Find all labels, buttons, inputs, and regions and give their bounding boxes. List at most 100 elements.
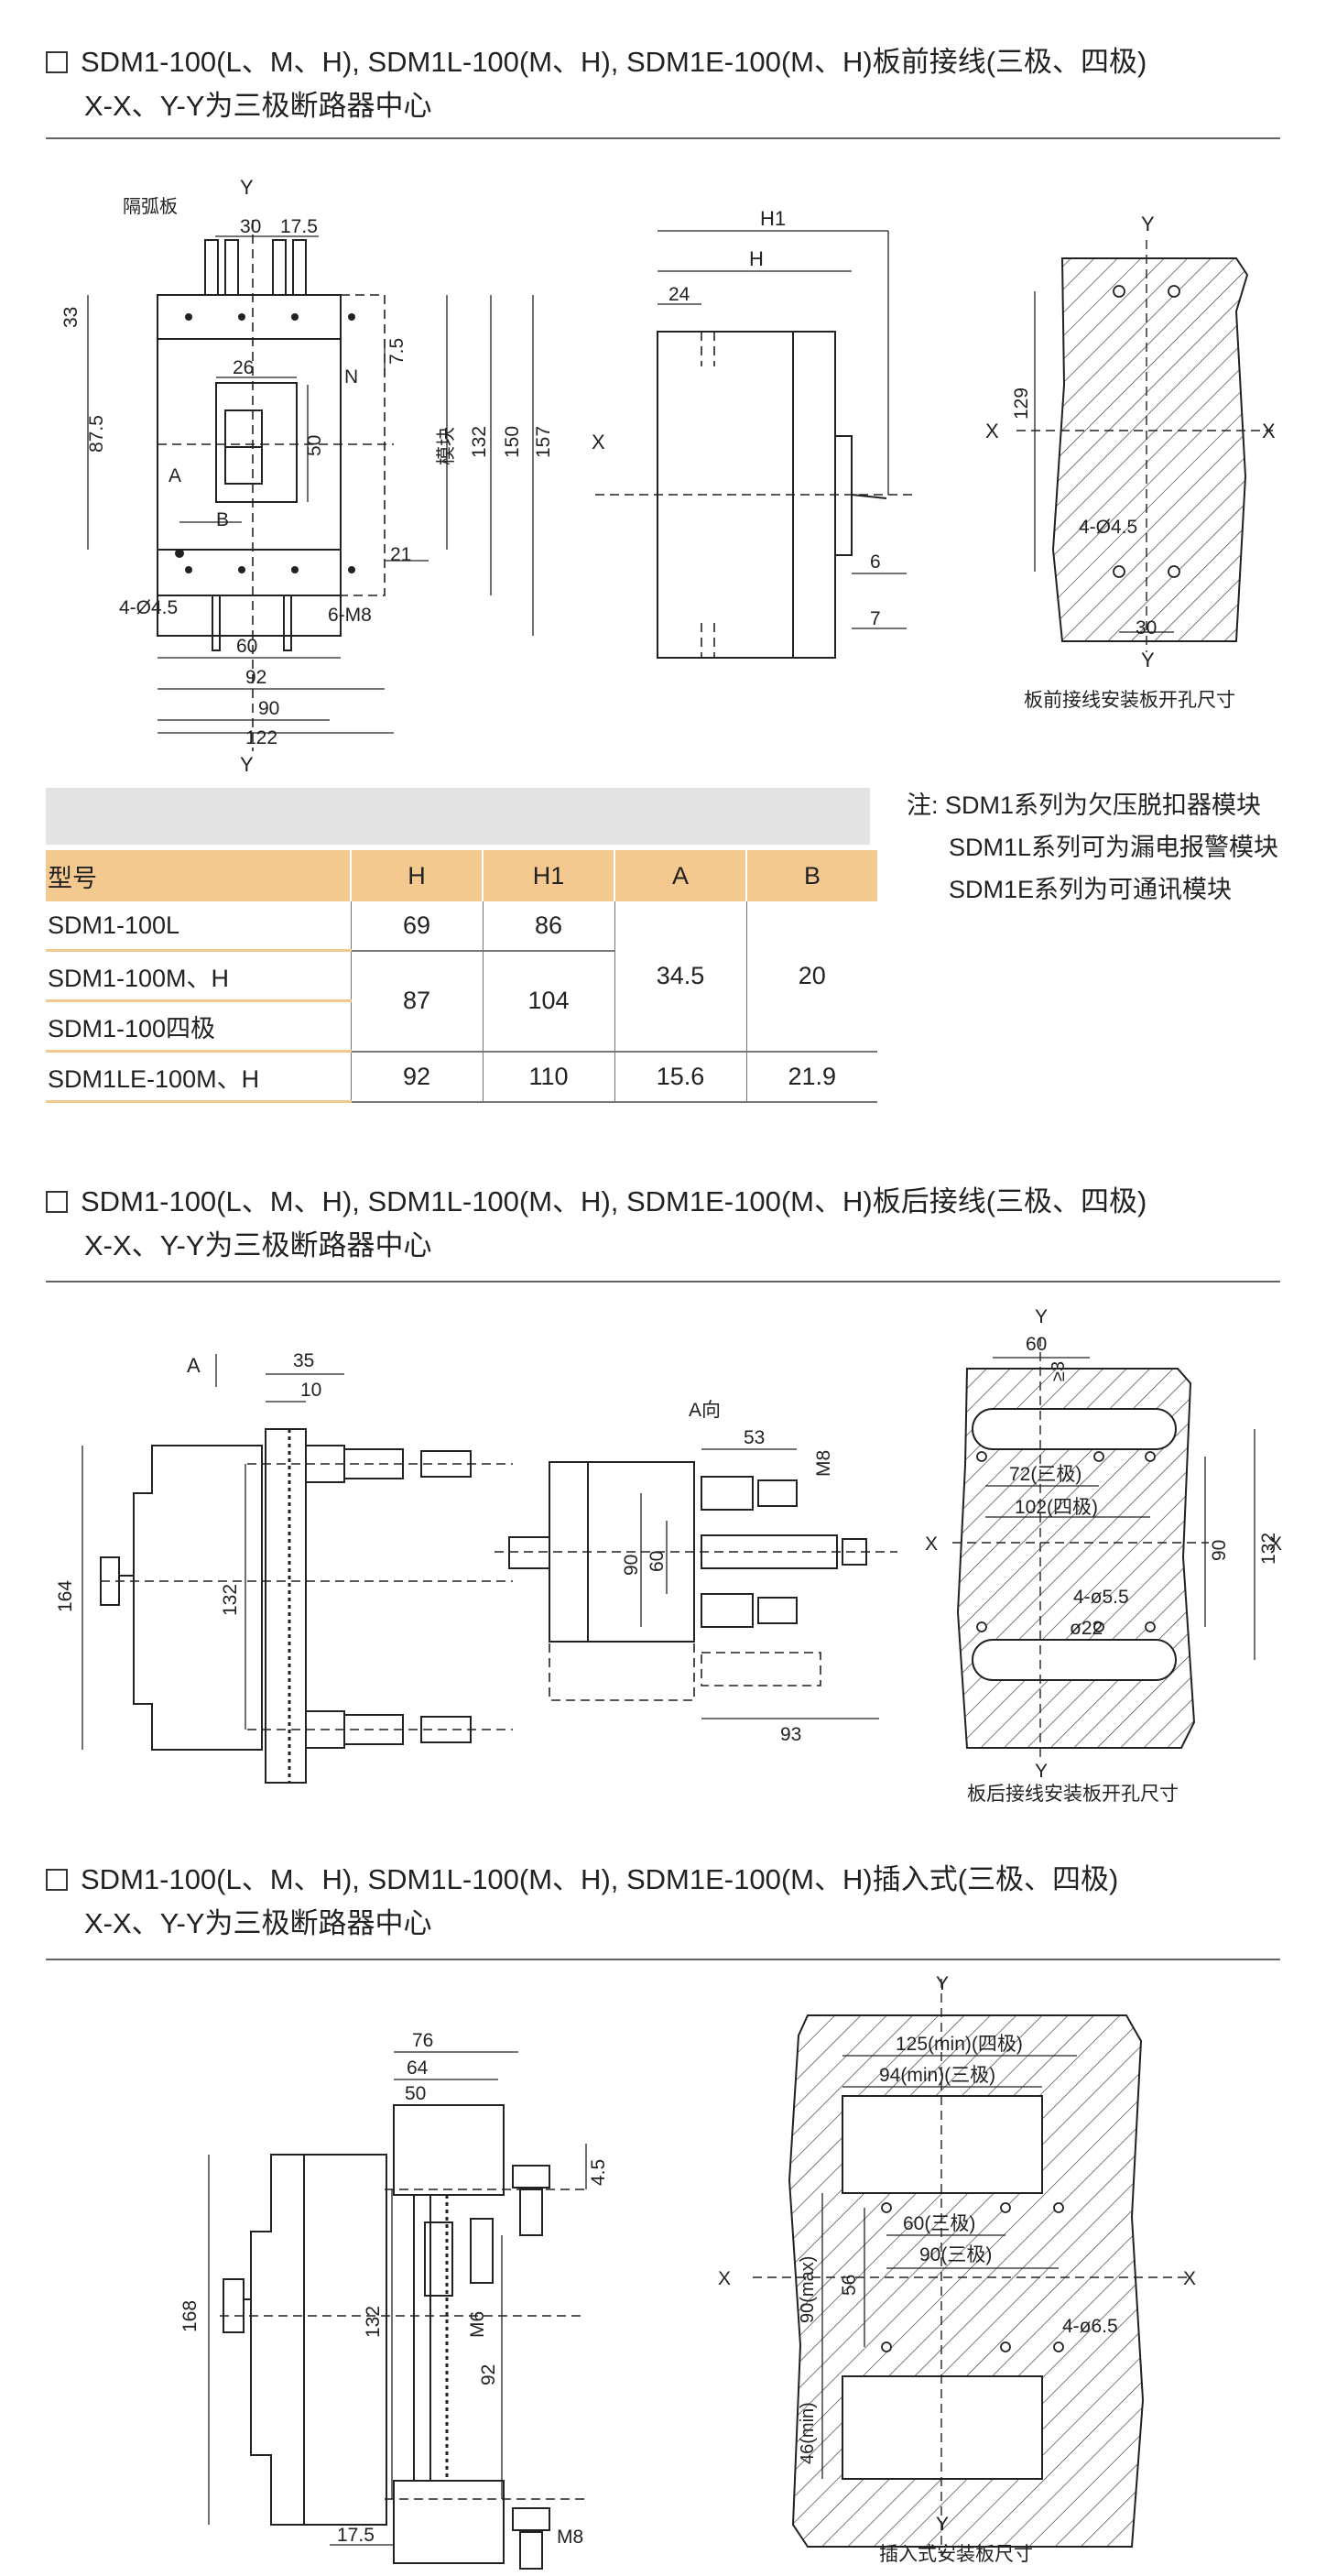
notes-block: 注: SDM1系列为欠压脱扣器模块 SDM1L系列可为漏电报警模块 SDM1E系… [907,784,1278,911]
panel2-label-22: ø22 [1070,1618,1103,1639]
section3-title: SDM1-100(L、M、H), SDM1L-100(M、H), SDM1E-1… [46,1860,1118,1900]
front-label-21: 21 [390,544,411,565]
front-label-y-top: Y [240,176,254,199]
rear-label-132: 132 [220,1584,241,1616]
aview-label-93: 93 [780,1724,801,1745]
rear-label-164: 164 [55,1580,76,1612]
panel2-label-x-left: X [925,1534,938,1555]
table-row: SDM1-100M、H 87 104 [46,950,877,1053]
side-label-24: 24 [668,284,690,305]
note-line: SDM1L系列可为漏电报警模块 [949,834,1279,861]
table-row: SDM1-100四极 [46,1000,877,1053]
section2-divider [46,1281,1280,1283]
section3-panel-caption: 插入式安装板尺寸 [879,2544,1033,2565]
panel3-label-y-bottom: Y [936,2514,949,2535]
panel3-label-y-top: Y [936,1973,949,1994]
front-label-6-m8: 6-M8 [328,605,372,626]
plugin-label-50: 50 [405,2083,426,2104]
section1-panel-cutout-drawing: Y X X 129 4-Ø4.5 30 Y [985,213,1276,671]
panel3-label-x-right: X [1183,2268,1196,2289]
aview-label-60: 60 [647,1551,668,1572]
front-label-30: 30 [240,216,261,237]
panel2-label-y-bottom: Y [1035,1761,1048,1782]
panel3-label-90: 90(三极) [919,2244,992,2265]
section2-subtitle: X-X、Y-Y为三极断路器中心 [84,1229,432,1261]
spec-cell-b: 21.9 [745,1051,877,1103]
note-line: SDM1系列为欠压脱扣器模块 [945,791,1262,819]
panel3-label-4-hole: 4-ø6.5 [1062,2316,1118,2337]
side-label-6: 6 [870,551,881,573]
panel3-label-125: 125(min)(四极) [896,2034,1023,2055]
aview-label-m8: M8 [813,1450,834,1477]
section2-side-view-drawing: A 35 10 164 132 [55,1350,513,1784]
spec-cell-h: 87 [350,950,483,1053]
front-label-150: 150 [502,426,523,458]
panel1-label-129: 129 [1011,387,1032,420]
front-label-50: 50 [304,435,325,456]
spec-cell-model: SDM1LE-100M、H [46,1051,351,1103]
front-label-157: 157 [533,426,554,458]
front-label-7-5: 7.5 [386,338,408,365]
plugin-label-64: 64 [407,2058,429,2079]
front-label-122: 122 [245,727,277,748]
spec-header-a: A [614,850,746,901]
panel3-label-x-left: X [718,2268,731,2289]
spec-cell-model: SDM1-100M、H [46,950,351,1002]
panel3-label-94: 94(min)(三极) [879,2065,995,2086]
front-label-132: 132 [469,426,490,458]
spec-table-header-band [46,788,870,845]
plugin-label-17-5: 17.5 [337,2525,375,2546]
plugin-label-168: 168 [179,2300,201,2332]
spec-cell-h1: 110 [482,1051,614,1103]
plugin-label-4-5: 4.5 [588,2159,609,2186]
spec-header-b: B [745,850,877,901]
section1-divider [46,137,1280,139]
front-label-17-5: 17.5 [280,216,318,237]
rear-label-35: 35 [293,1350,314,1371]
side-label-x: X [592,431,605,453]
note-line: SDM1E系列为可通讯模块 [949,876,1233,903]
panel2-label-y-top: Y [1035,1306,1048,1327]
panel1-label-30: 30 [1136,617,1157,639]
spec-cell-h1: 104 [482,950,614,1053]
checkbox-square-icon [46,1191,68,1213]
panel1-label-4-hole: 4-Ø4.5 [1079,517,1137,538]
aview-label-direction: A向 [689,1400,721,1421]
panel2-label-90: 90 [1209,1540,1230,1561]
panel2-label-102: 102(四极) [1015,1497,1098,1518]
spec-cell-b-merged: 20 [745,901,877,1053]
front-label-33: 33 [60,307,82,328]
table-row: SDM1LE-100M、H 92 110 15.6 21.9 [46,1051,877,1103]
front-label-60: 60 [236,636,257,657]
section2-panel-cutout-drawing: Y 60 ≥3 72(三极) 102(四极) X X 90 132 4-ø5.5… [925,1306,1282,1782]
front-label-92: 92 [245,667,266,688]
panel1-label-y-bottom: Y [1141,649,1155,671]
plugin-label-76: 76 [412,2030,433,2051]
aview-label-90: 90 [621,1555,642,1576]
side-label-7: 7 [870,608,881,629]
section1-subtitle: X-X、Y-Y为三极断路器中心 [84,90,432,122]
panel1-label-x-left: X [985,420,999,442]
front-label-26: 26 [233,357,254,378]
rear-label-10: 10 [300,1380,321,1401]
front-label-a: A [168,465,181,486]
front-label-4-hole: 4-Ø4.5 [119,597,178,618]
spec-cell-model: SDM1-100L [46,901,351,952]
panel2-label-72: 72(三极) [1009,1464,1081,1485]
note-prefix: 注: [907,791,939,819]
panel2-label-132: 132 [1258,1533,1279,1565]
table-row: SDM1-100L 69 86 34.5 20 [46,901,877,1053]
checkbox-square-icon [46,51,68,73]
spec-header-h: H [350,850,483,901]
side-label-h1: H1 [760,207,786,230]
front-label-module: 模块 [436,427,457,465]
plugin-label-m6: M6 [467,2311,488,2338]
section3-subtitle: X-X、Y-Y为三极断路器中心 [84,1907,432,1939]
panel3-label-56: 56 [839,2275,860,2296]
front-label-b: B [216,509,229,530]
section2-panel-caption: 板后接线安装板开孔尺寸 [967,1784,1179,1805]
spec-cell-h1: 86 [482,901,614,952]
spec-cell-h: 69 [350,901,483,952]
